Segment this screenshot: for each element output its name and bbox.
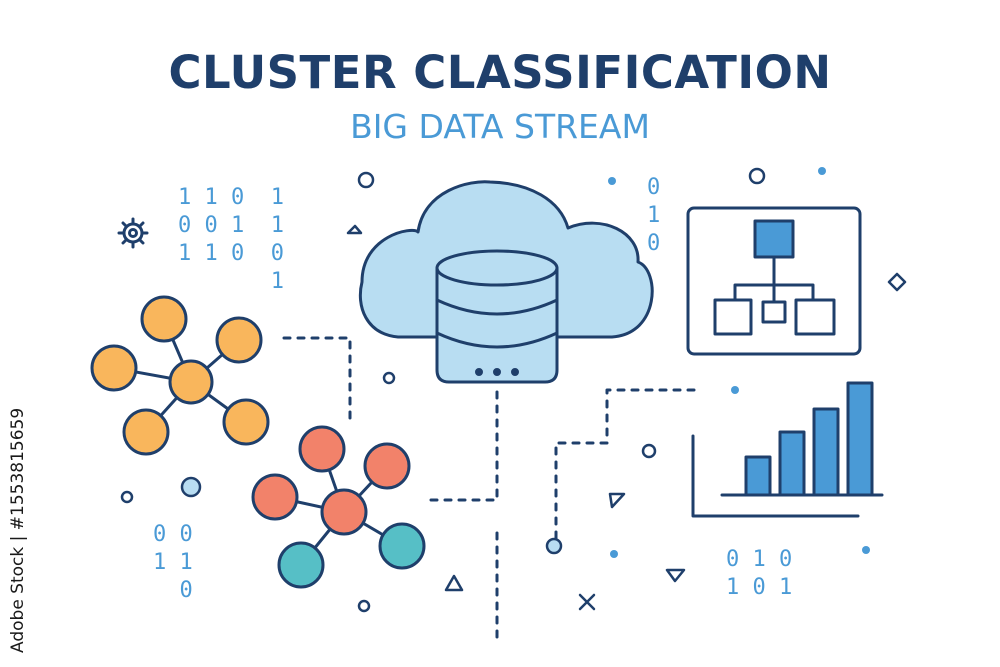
cluster-node bbox=[251, 473, 299, 521]
dashed-line-left bbox=[282, 336, 352, 422]
subtitle: BIG DATA STREAM bbox=[350, 107, 650, 146]
cluster-node bbox=[298, 425, 346, 473]
cluster-node bbox=[363, 442, 411, 490]
triangle-shape bbox=[346, 224, 363, 235]
cluster-node bbox=[378, 522, 426, 570]
binary-row: 1 1 0 0 bbox=[178, 241, 284, 266]
ring-dot bbox=[357, 171, 375, 189]
binary-block-top-left: 1 1 0 1 0 0 1 1 1 1 0 0 1 bbox=[178, 184, 284, 296]
cluster-node bbox=[215, 316, 263, 364]
bar-3 bbox=[812, 407, 840, 497]
bar-chart-icon bbox=[691, 381, 884, 518]
hierarchy-chart-icon bbox=[686, 206, 862, 356]
binary-row: 1 0 1 bbox=[726, 575, 793, 600]
binary-row: 0 0 1 1 bbox=[178, 213, 284, 238]
database-icon bbox=[435, 249, 559, 384]
decorative-shapes bbox=[120, 167, 907, 613]
ring-dot bbox=[357, 599, 371, 613]
triangle-shape bbox=[665, 568, 686, 583]
salmon-teal-cluster-icon bbox=[251, 425, 426, 589]
ring-dot bbox=[748, 167, 766, 185]
ring-dot bbox=[180, 476, 202, 498]
triangle-shape bbox=[444, 574, 464, 592]
binary-block-bottom-left: 0 0 1 1 0 bbox=[153, 521, 193, 605]
dashed-line-right bbox=[554, 388, 700, 540]
binary-row: 0 bbox=[647, 175, 661, 200]
binary-row: 1 1 0 1 bbox=[178, 185, 284, 210]
cluster-node bbox=[222, 398, 270, 446]
watermark-text: Adobe Stock | #1553815659 bbox=[8, 407, 28, 653]
cluster-node bbox=[320, 488, 368, 536]
accent-dots bbox=[608, 167, 870, 558]
ring-dot bbox=[545, 537, 563, 555]
watermark: Adobe Stock | #1553815659 bbox=[8, 407, 28, 655]
ring-dot bbox=[120, 490, 134, 504]
binary-row: 0 1 0 bbox=[726, 547, 793, 572]
dashed-line-center bbox=[423, 390, 499, 502]
bar-2 bbox=[778, 430, 806, 497]
main-title: CLUSTER CLASSIFICATION bbox=[168, 46, 832, 99]
diamond-shape bbox=[887, 272, 907, 292]
cross-shape bbox=[578, 593, 596, 611]
ring-dot bbox=[641, 443, 657, 459]
cluster-node bbox=[140, 295, 188, 343]
dashed-connectors bbox=[282, 336, 700, 642]
cluster-node bbox=[277, 541, 325, 589]
binary-row: 0 0 bbox=[153, 522, 193, 547]
gear-icon bbox=[117, 217, 149, 249]
ring-dot bbox=[382, 371, 396, 385]
bar-4 bbox=[846, 381, 874, 497]
binary-row: 1 1 bbox=[153, 550, 193, 575]
cluster-node bbox=[122, 408, 170, 456]
binary-row: 0 bbox=[647, 231, 661, 256]
binary-row: 0 bbox=[153, 578, 193, 603]
binary-row: 1 bbox=[178, 269, 284, 294]
bar-1 bbox=[744, 455, 772, 497]
cluster-node bbox=[168, 359, 214, 405]
binary-row: 1 bbox=[647, 203, 661, 228]
orange-cluster-icon bbox=[90, 295, 270, 456]
cluster-node bbox=[90, 344, 138, 392]
binary-block-bottom-right: 0 1 0 1 0 1 bbox=[726, 546, 792, 602]
triangle-shape bbox=[608, 492, 626, 509]
binary-block-top-center: 0 1 0 bbox=[647, 174, 660, 258]
